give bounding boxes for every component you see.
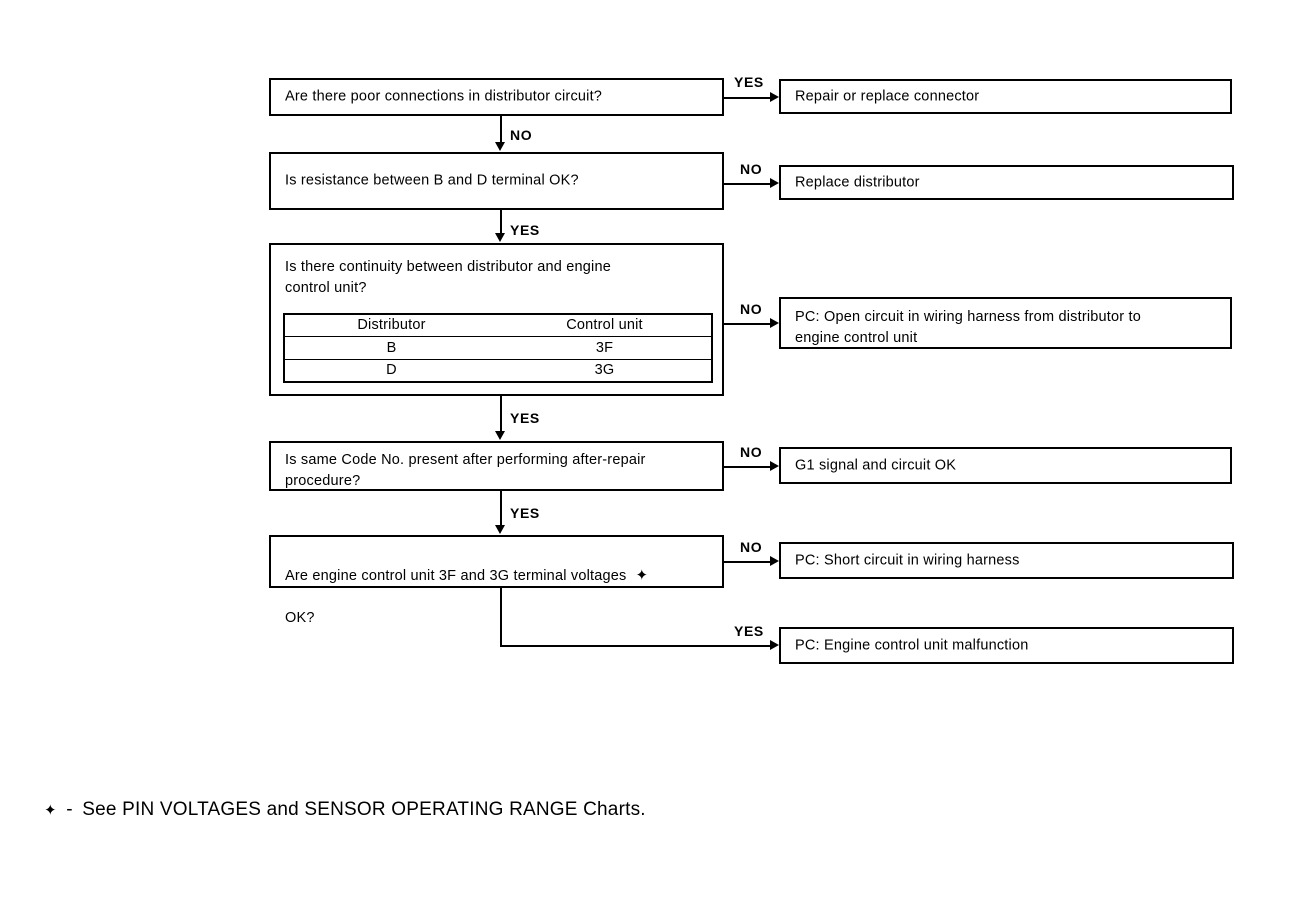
question-box-5-line1: Are engine control unit 3F and 3G termin… bbox=[285, 568, 627, 584]
connector-q3-to-q4 bbox=[500, 396, 502, 432]
arrow-q4-to-q5 bbox=[495, 525, 505, 534]
question-box-3-text: Is there continuity between distributor … bbox=[285, 259, 611, 296]
result-box-6[interactable]: PC: Engine control unit malfunction bbox=[779, 627, 1234, 664]
result-box-1[interactable]: Repair or replace connector bbox=[779, 79, 1232, 114]
pin-table-header-control-unit: Control unit bbox=[566, 317, 643, 334]
connector-q2-to-r2 bbox=[724, 183, 772, 185]
question-box-4-text: Is same Code No. present after performin… bbox=[285, 452, 646, 489]
branch-label-q2-yes: YES bbox=[510, 222, 540, 238]
footnote: ✦ - See PIN VOLTAGES and SENSOR OPERATIN… bbox=[44, 799, 646, 821]
pin-table-header-distributor: Distributor bbox=[357, 317, 426, 334]
branch-label-q3-no: NO bbox=[740, 301, 763, 317]
connector-q5-yes-vertical bbox=[500, 588, 502, 646]
result-box-4-text: G1 signal and circuit OK bbox=[795, 457, 957, 473]
question-box-2[interactable]: Is resistance between B and D terminal O… bbox=[269, 152, 724, 210]
connector-q4-to-q5 bbox=[500, 491, 502, 526]
branch-label-q2-no: NO bbox=[740, 161, 763, 177]
pin-table-cell-control-3f: 3F bbox=[595, 339, 614, 356]
result-box-3-text: PC: Open circuit in wiring harness from … bbox=[795, 309, 1142, 346]
question-box-1[interactable]: Are there poor connections in distributo… bbox=[269, 78, 724, 116]
question-box-3[interactable]: Is there continuity between distributor … bbox=[269, 243, 724, 396]
branch-label-q1-no: NO bbox=[510, 127, 533, 143]
question-box-4[interactable]: Is same Code No. present after performin… bbox=[269, 441, 724, 491]
branch-label-q1-yes: YES bbox=[734, 74, 764, 90]
question-box-1-text: Are there poor connections in distributo… bbox=[285, 88, 603, 105]
arrow-q1-to-q2 bbox=[495, 142, 505, 151]
result-box-5[interactable]: PC: Short circuit in wiring harness bbox=[779, 542, 1234, 579]
connector-q5-to-r5 bbox=[724, 561, 772, 563]
arrow-q2-to-q3 bbox=[495, 233, 505, 242]
footnote-star-icon: ✦ bbox=[44, 802, 57, 819]
pin-table-header-row: Distributor Control unit bbox=[285, 315, 711, 338]
arrow-q3-to-r3 bbox=[770, 318, 779, 328]
result-box-4[interactable]: G1 signal and circuit OK bbox=[779, 447, 1232, 484]
pin-table-row: B 3F bbox=[285, 337, 711, 360]
branch-label-q5-no: NO bbox=[740, 539, 763, 555]
footnote-star-icon: ✦ bbox=[635, 567, 649, 584]
connector-q1-to-q2 bbox=[500, 116, 502, 143]
branch-label-q4-no: NO bbox=[740, 444, 763, 460]
connector-q5-yes-horizontal bbox=[500, 645, 772, 647]
result-box-6-text: PC: Engine control unit malfunction bbox=[795, 637, 1029, 653]
arrow-q1-to-r1 bbox=[770, 92, 779, 102]
branch-label-q5-yes: YES bbox=[734, 623, 764, 639]
pin-table-cell-distributor-d: D bbox=[386, 362, 397, 379]
branch-label-q4-yes: YES bbox=[510, 505, 540, 521]
connector-q4-to-r4 bbox=[724, 466, 772, 468]
branch-label-q3-yes: YES bbox=[510, 410, 540, 426]
arrow-q5-to-r6 bbox=[770, 640, 779, 650]
connector-q2-to-q3 bbox=[500, 210, 502, 234]
result-box-2-text: Replace distributor bbox=[795, 174, 920, 190]
footnote-text: See PIN VOLTAGES and SENSOR OPERATING RA… bbox=[82, 799, 646, 820]
pin-assignment-table: Distributor Control unit B 3F D 3G bbox=[283, 313, 713, 383]
footnote-dash: - bbox=[66, 799, 73, 820]
question-box-2-text: Is resistance between B and D terminal O… bbox=[285, 172, 579, 189]
arrow-q2-to-r2 bbox=[770, 178, 779, 188]
arrow-q5-to-r5 bbox=[770, 556, 779, 566]
pin-table-cell-distributor-b: B bbox=[386, 339, 397, 356]
question-box-5-text: Are engine control unit 3F and 3G termin… bbox=[285, 545, 712, 629]
result-box-2[interactable]: Replace distributor bbox=[779, 165, 1234, 200]
connector-q1-to-r1 bbox=[724, 97, 772, 99]
connector-q3-to-r3 bbox=[724, 323, 772, 325]
arrow-q4-to-r4 bbox=[770, 461, 779, 471]
result-box-5-text: PC: Short circuit in wiring harness bbox=[795, 552, 1020, 568]
pin-table-cell-control-3g: 3G bbox=[594, 362, 615, 379]
result-box-1-text: Repair or replace connector bbox=[795, 88, 980, 104]
question-box-5[interactable]: Are engine control unit 3F and 3G termin… bbox=[269, 535, 724, 626]
pin-table-row: D 3G bbox=[285, 360, 711, 381]
result-box-3[interactable]: PC: Open circuit in wiring harness from … bbox=[779, 297, 1232, 349]
arrow-q3-to-q4 bbox=[495, 431, 505, 440]
question-box-5-line2: OK? bbox=[285, 610, 315, 626]
